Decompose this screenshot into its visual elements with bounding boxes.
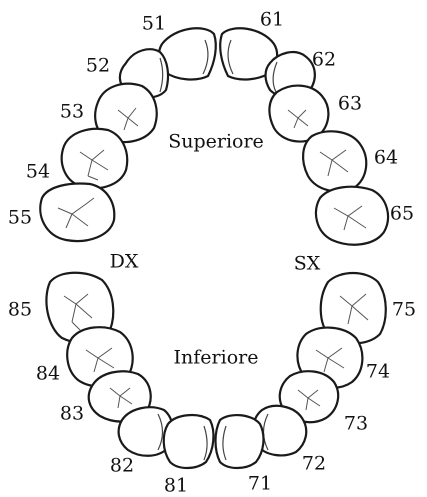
tooth-label-55: 55 <box>8 209 32 228</box>
tooth-label-85: 85 <box>8 301 32 320</box>
tooth-label-75: 75 <box>392 301 416 320</box>
side-label-right: DX <box>110 253 139 272</box>
tooth-label-64: 64 <box>374 149 398 168</box>
tooth-label-51: 51 <box>142 15 166 34</box>
tooth-label-71: 71 <box>248 475 272 494</box>
tooth-54 <box>62 129 127 188</box>
tooth-label-53: 53 <box>60 103 84 122</box>
tooth-label-84: 84 <box>36 365 60 384</box>
tooth-label-62: 62 <box>312 51 336 70</box>
region-label-upper: Superiore <box>168 133 264 152</box>
tooth-label-74: 74 <box>366 363 390 382</box>
tooth-label-63: 63 <box>338 95 362 114</box>
tooth-label-52: 52 <box>86 57 110 76</box>
region-label-lower: Inferiore <box>174 349 259 368</box>
tooth-label-54: 54 <box>26 163 50 182</box>
tooth-label-65: 65 <box>390 205 414 224</box>
tooth-71 <box>216 415 264 468</box>
tooth-55 <box>40 184 114 242</box>
tooth-label-81: 81 <box>164 477 188 496</box>
tooth-label-82: 82 <box>110 457 134 476</box>
tooth-label-73: 73 <box>344 415 368 434</box>
tooth-label-61: 61 <box>260 11 284 30</box>
tooth-81 <box>164 415 214 468</box>
tooth-65 <box>316 187 388 245</box>
tooth-label-83: 83 <box>60 405 84 424</box>
tooth-64 <box>303 131 366 191</box>
side-label-left: SX <box>294 255 321 274</box>
tooth-label-72: 72 <box>302 455 326 474</box>
